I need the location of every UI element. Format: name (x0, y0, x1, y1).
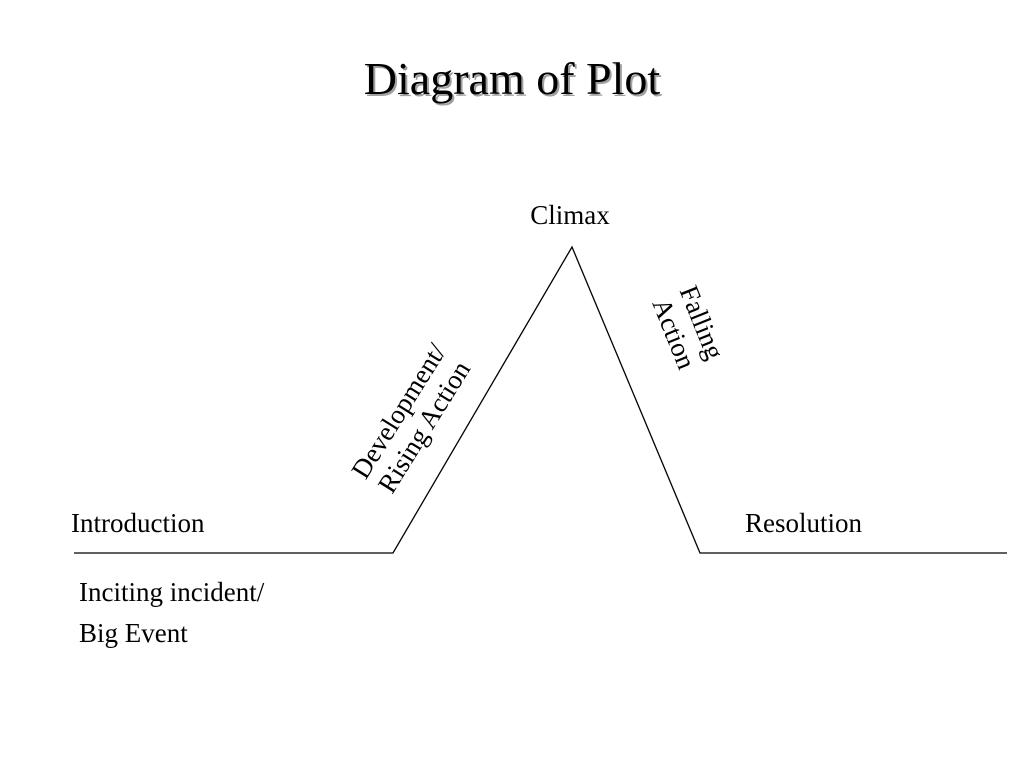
resolution-label: Resolution (745, 508, 863, 538)
falling-action-label: Falling Action (646, 281, 730, 373)
rising-action-label: Development/ Rising Action (345, 338, 476, 498)
climax-label: Climax (530, 200, 610, 230)
introduction-label: Introduction (71, 508, 205, 538)
inciting-incident-label-line1: Inciting incident/ (79, 577, 265, 607)
page-title-shadow: Diagram of Plot (366, 55, 663, 106)
plot-line (74, 245, 1007, 554)
inciting-incident-label-line2: Big Event (79, 618, 188, 648)
page-title: Diagram of Plot (364, 53, 661, 104)
